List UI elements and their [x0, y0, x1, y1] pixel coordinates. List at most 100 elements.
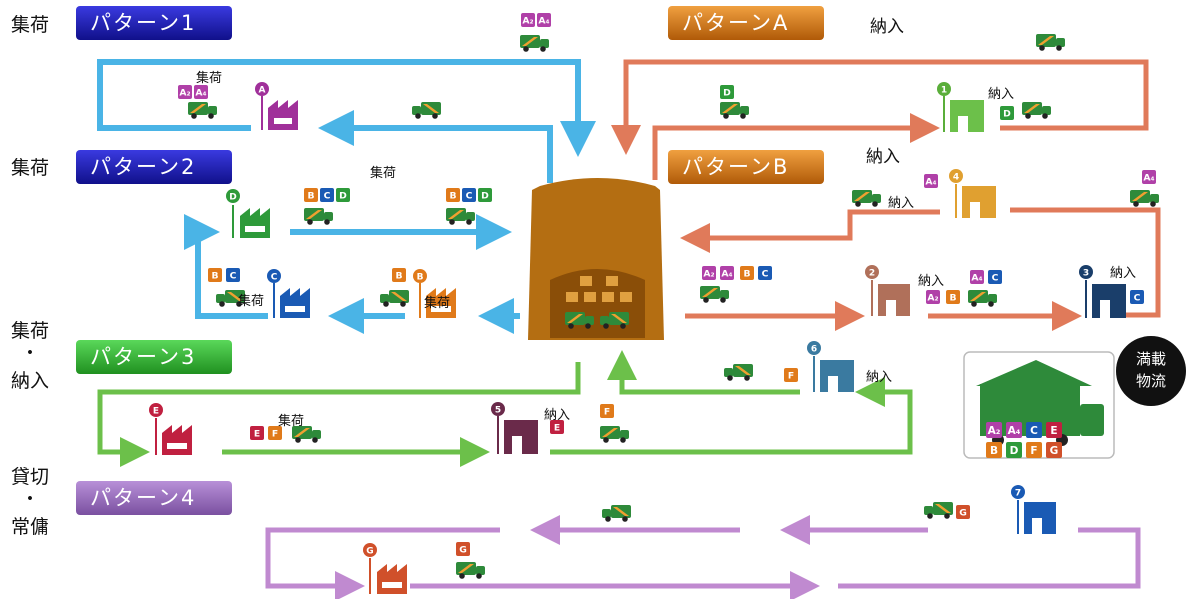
svg-text:D: D: [339, 191, 347, 202]
label-deliver-2: 納入: [918, 274, 945, 289]
svg-text:C: C: [466, 191, 473, 202]
cargo-tag-a2: A₂: [521, 13, 535, 27]
label-collect-e: 集荷: [278, 414, 305, 429]
factory-a: [255, 82, 298, 130]
svg-text:D: D: [1010, 445, 1019, 457]
cargo-tag-d: D: [1006, 442, 1022, 458]
label-collect-a: 集荷: [196, 71, 223, 86]
svg-text:A₄: A₄: [721, 269, 732, 280]
label-collect-c: 集荷: [238, 294, 265, 309]
label-deliver-6: 納入: [866, 370, 893, 385]
factory-b: [413, 269, 456, 318]
cargo-tag-d: D: [336, 188, 350, 202]
svg-text:A₄: A₄: [1008, 425, 1021, 437]
cargo-tag-f: F: [268, 426, 282, 440]
banner-pattern3: パターン3: [76, 340, 232, 374]
pin-label-2: 2: [869, 269, 875, 279]
svg-text:E: E: [1050, 425, 1057, 437]
patternB-route: [680, 207, 1161, 331]
svg-text:G: G: [959, 508, 967, 519]
cargo-tag-a4: A₄: [537, 13, 551, 27]
cargo-tag-d: D: [478, 188, 492, 202]
label-deliver-3: 納入: [1110, 266, 1137, 281]
svg-text:A₂: A₂: [703, 269, 714, 280]
svg-text:C: C: [324, 191, 331, 202]
svg-text:B: B: [743, 269, 750, 280]
svg-text:D: D: [481, 191, 489, 202]
svg-text:F: F: [272, 429, 278, 440]
label-pattern2-collect: 集荷: [10, 157, 49, 179]
label-deliver-patternB: 納入: [866, 147, 900, 167]
label-pattern3-dot: ・: [20, 342, 40, 364]
svg-text:B: B: [990, 445, 998, 457]
cargo-tag-b: B: [946, 290, 960, 304]
building-2: [865, 265, 910, 316]
svg-text:B: B: [395, 271, 402, 282]
pin-label-d: D: [229, 193, 236, 203]
svg-text:G: G: [1050, 445, 1059, 457]
pattern2-route: [184, 214, 520, 334]
svg-text:E: E: [254, 429, 260, 440]
cargo-tag-a2: A₂: [178, 85, 192, 99]
svg-text:C: C: [230, 271, 237, 282]
bubble-line2: 物流: [1135, 372, 1166, 390]
svg-text:C: C: [762, 269, 769, 280]
svg-text:D: D: [723, 88, 731, 99]
svg-text:G: G: [459, 545, 467, 556]
svg-text:A₄: A₄: [195, 88, 206, 99]
factory-d: [226, 189, 270, 238]
pin-label-1: 1: [941, 86, 947, 96]
banner-patternB: パターンB: [668, 150, 824, 184]
cargo-tag-g: G: [456, 542, 470, 556]
cargo-tag-b: B: [446, 188, 460, 202]
pin-label-4: 4: [953, 173, 959, 183]
label-pattern3-collect: 集荷: [10, 320, 49, 342]
cargo-tag-c: C: [1026, 422, 1042, 438]
svg-text:A₂: A₂: [927, 293, 938, 304]
cargo-tag-f: F: [600, 404, 614, 418]
building-5: [491, 402, 538, 454]
cargo-tag-b: B: [740, 266, 754, 280]
cargo-tag-f: F: [784, 368, 798, 382]
pin-label-g: G: [366, 547, 373, 557]
label-deliver-1: 納入: [988, 87, 1015, 102]
label-deliver-patternA: 納入: [870, 17, 904, 37]
pin-label-e: E: [153, 407, 159, 417]
cargo-tag-c: C: [462, 188, 476, 202]
svg-text:A₄: A₄: [971, 273, 982, 284]
building-1: [937, 82, 984, 132]
svg-text:C: C: [1030, 425, 1038, 437]
pin-label-5: 5: [495, 406, 501, 416]
pattern3-route: [97, 350, 913, 467]
full-load-bubble: 満載 物流: [1116, 336, 1186, 406]
label-pattern4-regular: 常傭: [10, 516, 49, 538]
building-6: [807, 341, 854, 392]
pin-label-3: 3: [1083, 269, 1089, 279]
building-7: [1011, 485, 1056, 534]
factory-e: [149, 403, 192, 455]
label-collect-pattern2: 集荷: [370, 166, 397, 181]
svg-text:A₄: A₄: [538, 16, 549, 27]
cargo-tag-e: E: [250, 426, 264, 440]
banner-pattern4: パターン4: [76, 481, 232, 515]
pattern1-route: [97, 59, 596, 183]
svg-text:D: D: [1003, 109, 1011, 120]
cargo-tag-a2: A₂: [926, 290, 940, 304]
label-collect-b: 集荷: [424, 296, 451, 311]
cargo-tag-c: C: [226, 268, 240, 282]
cargo-tag-e: E: [550, 420, 564, 434]
cargo-tag-g: G: [1046, 442, 1062, 458]
factory-g: [363, 543, 407, 594]
building-3: [1079, 265, 1126, 318]
bubble-line1: 満載: [1135, 350, 1166, 368]
cargo-tag-c: C: [1130, 290, 1144, 304]
pattern4-route: [265, 515, 1141, 599]
cargo-tag-d: D: [1000, 106, 1014, 120]
cargo-tag-b: B: [986, 442, 1002, 458]
label-deliver-4: 納入: [888, 196, 915, 211]
cargo-tag-a4: A₄: [1006, 422, 1022, 438]
label-pattern4-charter: 貸切: [10, 466, 49, 488]
cargo-tag-c: C: [758, 266, 772, 280]
central-warehouse: [528, 178, 664, 340]
